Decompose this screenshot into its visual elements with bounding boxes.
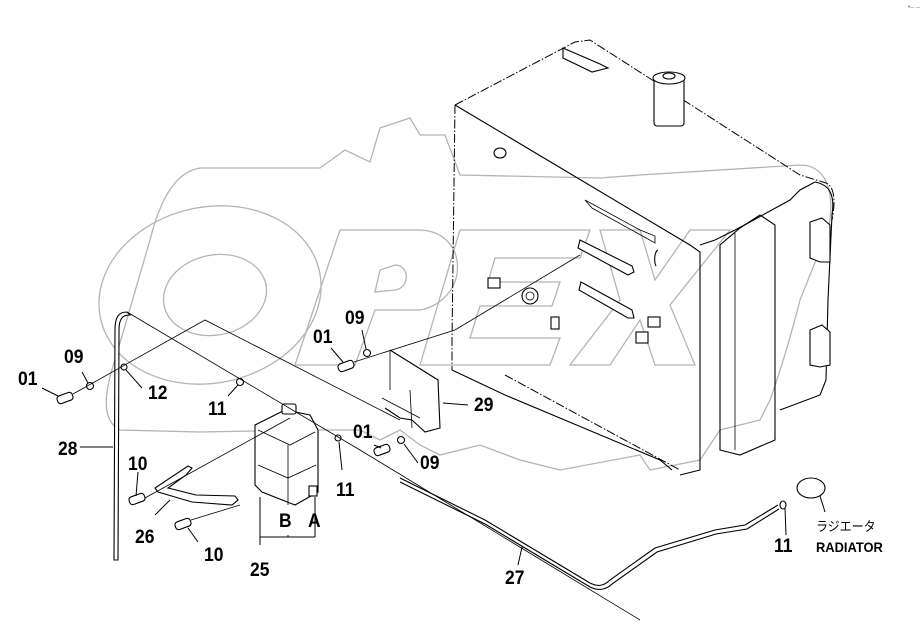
- top-bracket-strip: [584, 199, 656, 244]
- clamp-11-right: [779, 500, 787, 510]
- filler-neck: [652, 71, 686, 127]
- callout-26: 26: [135, 527, 155, 548]
- bracket-26: [154, 465, 239, 506]
- side-hinge-lower: [809, 324, 831, 368]
- watermark-letter-o-outer: [98, 205, 322, 385]
- reservoir-cap: [281, 403, 297, 415]
- radiator-left-edge: [451, 104, 456, 370]
- radiator-right-top-edge: [699, 181, 816, 246]
- nut-11-upper: [235, 377, 245, 387]
- bracket-29: [381, 349, 441, 433]
- callout-10-lower: 10: [204, 545, 224, 566]
- reservoir-port-a: [308, 485, 318, 497]
- bolt-10-lower: [174, 517, 192, 531]
- callout-10-upper: 10: [128, 454, 148, 475]
- assembly-lines: [72, 254, 641, 621]
- callout-01-top: 01: [313, 327, 333, 348]
- hook-bracket: [654, 249, 659, 267]
- callout-B: B: [279, 511, 292, 532]
- top-mount-block: [562, 47, 610, 73]
- radiator-front-panel: [679, 258, 701, 476]
- callout-11-upper: 11: [208, 399, 227, 420]
- callout-29: 29: [474, 395, 494, 416]
- clip-4: [635, 331, 649, 344]
- callout-09-top: 09: [345, 308, 365, 329]
- grommet: [521, 287, 539, 305]
- overflow-pipe-28: [113, 311, 132, 561]
- corner-mark: •– –: [907, 4, 920, 11]
- radiator-label-jp: ラジエータ: [816, 520, 876, 535]
- callout-09-left: 09: [64, 347, 84, 368]
- hose-27-outer: [399, 477, 779, 586]
- radiator-label-en: RADIATOR: [816, 539, 883, 555]
- hose-27-inner: [399, 481, 780, 590]
- bolt-01-bottom: [373, 443, 391, 457]
- fasteners: [56, 348, 787, 531]
- callout-25: 25: [250, 560, 270, 581]
- side-hinge-upper: [809, 217, 831, 263]
- washer-09-bottom: [396, 435, 406, 445]
- callout-11-middle: 11: [336, 480, 355, 501]
- callout-01-left: 01: [18, 369, 38, 390]
- radiator-assembly: [451, 39, 835, 476]
- watermark-letter-e: [419, 229, 591, 366]
- rail-lower: [578, 281, 635, 319]
- watermark-letter-o-inner: [162, 253, 268, 337]
- watermark-letter-p: [294, 229, 459, 366]
- callout-12: 12: [148, 383, 168, 404]
- bracket-29-outline: [384, 349, 441, 433]
- rail-upper: [577, 239, 635, 276]
- radiator-bottom-edge: [451, 369, 673, 471]
- clip-3: [647, 316, 661, 328]
- bolt-01-left: [56, 391, 74, 405]
- radiator-bottom-dashed: [504, 374, 681, 471]
- callout-27: 27: [505, 568, 525, 589]
- reservoir-tank: [254, 403, 319, 506]
- clip-2: [550, 316, 560, 330]
- clip-1: [487, 277, 501, 289]
- leader-lines: [41, 329, 826, 566]
- watermark-letter-x: [568, 229, 732, 366]
- radiator-cap: [796, 477, 826, 499]
- radiator-top-front-edge: [454, 104, 701, 258]
- radiator-shroud-panel: [719, 214, 776, 456]
- callout-A: A: [308, 511, 321, 532]
- radiator-top-outline: [454, 39, 835, 221]
- drain-plug: [493, 147, 507, 159]
- callout-11-right: 11: [774, 536, 793, 557]
- callout-28: 28: [58, 439, 78, 460]
- bolt-10-upper: [128, 492, 146, 506]
- watermark-opex: [98, 117, 832, 471]
- callout-09-bottom: 09: [420, 453, 440, 474]
- washer-09-top: [362, 348, 372, 358]
- bolt-01-top: [337, 359, 355, 373]
- callout-01-bottom: 01: [353, 422, 373, 443]
- radiator-side-curve: [779, 181, 834, 411]
